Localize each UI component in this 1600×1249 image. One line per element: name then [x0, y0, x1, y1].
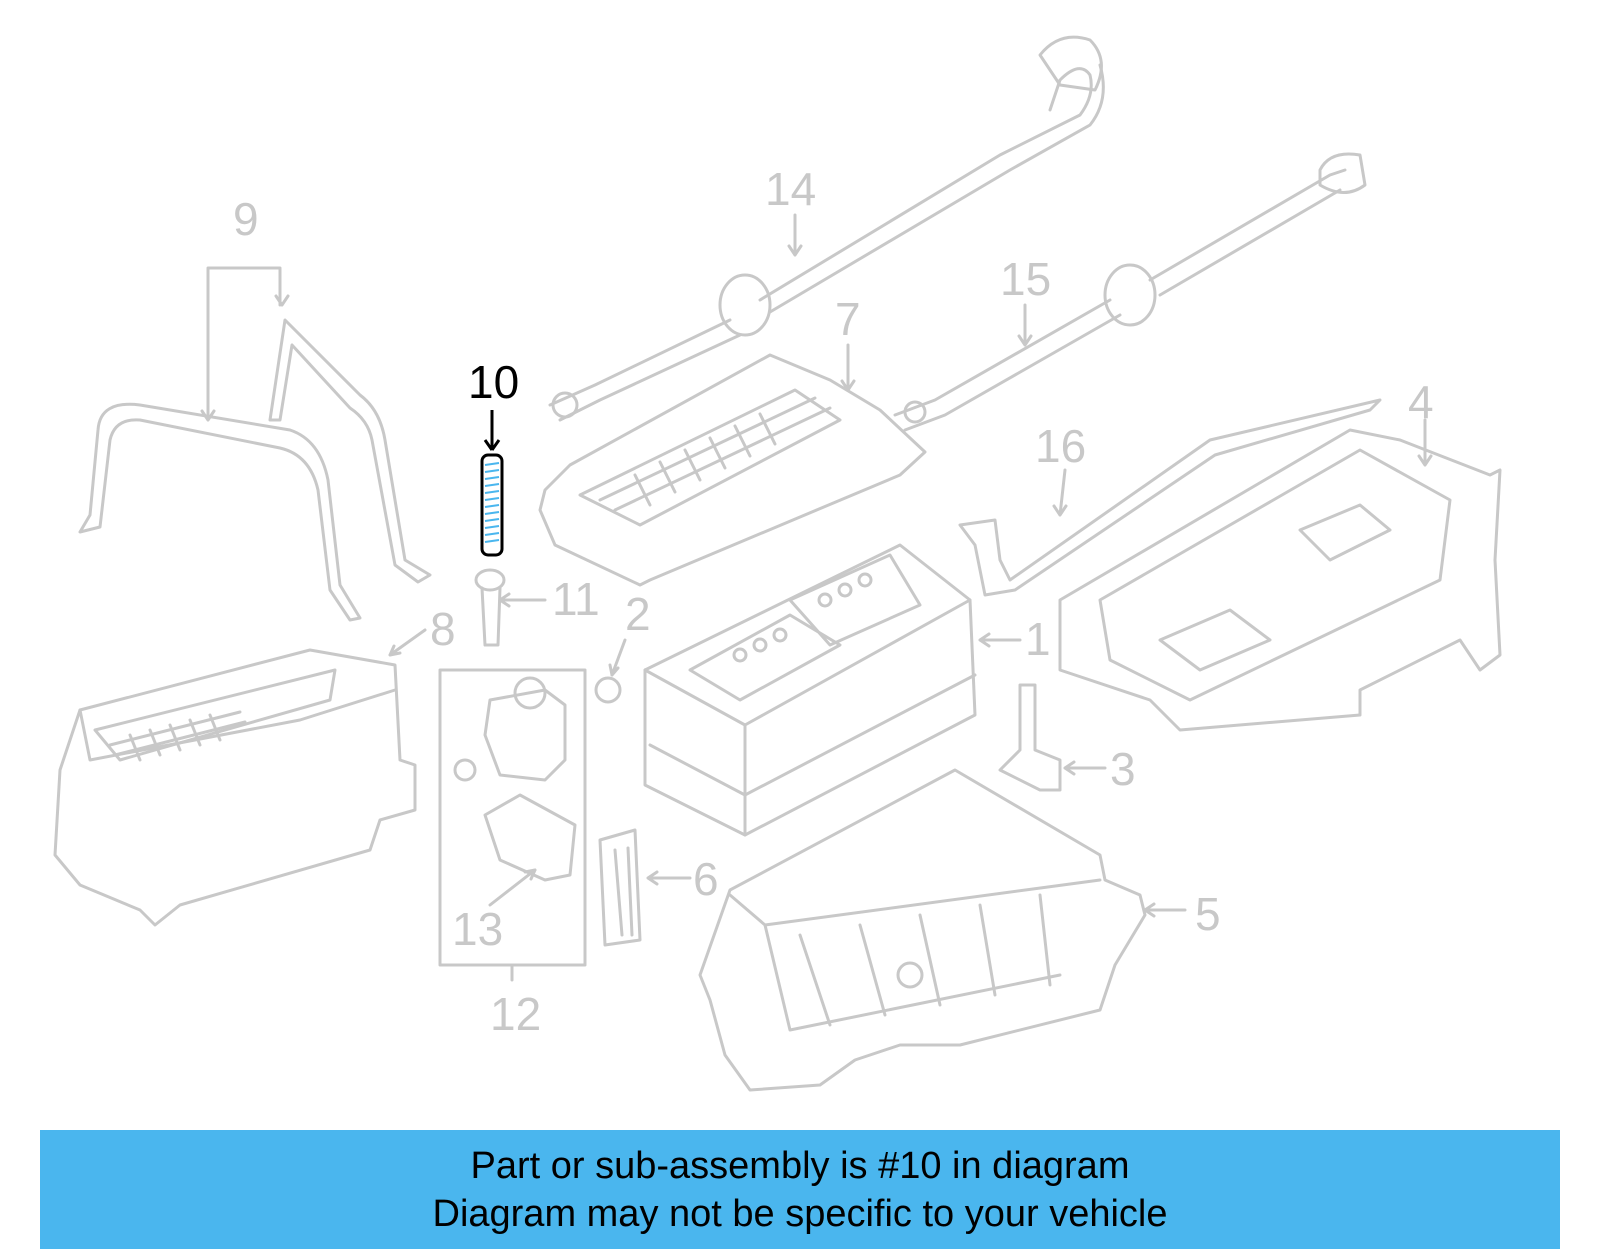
- part-14-cable: [548, 35, 1105, 422]
- part-3-bolt: [998, 683, 1062, 792]
- leader-lines: [200, 213, 1433, 982]
- callout-11: 11: [552, 573, 600, 625]
- part-7-cover: [538, 353, 927, 587]
- callout-8: 8: [430, 603, 456, 655]
- callout-14: 14: [765, 163, 816, 215]
- callout-3: 3: [1110, 743, 1136, 795]
- banner-line-2: Diagram may not be specific to your vehi…: [432, 1193, 1168, 1235]
- part-4-tray: [1058, 428, 1502, 732]
- callout-12: 12: [490, 988, 541, 1040]
- callout-13: 13: [452, 903, 503, 955]
- callout-16: 16: [1035, 420, 1086, 472]
- callout-9: 9: [233, 193, 259, 245]
- part-6-strip: [598, 828, 642, 947]
- part-13-assembly: [453, 676, 577, 882]
- callout-6: 6: [693, 853, 719, 905]
- callout-7: 7: [835, 293, 861, 345]
- callout-15: 15: [1000, 253, 1051, 305]
- part-10-leader: [483, 410, 501, 451]
- part-16-cable: [958, 398, 1382, 597]
- callout-2: 2: [625, 588, 651, 640]
- callout-1: 1: [1025, 613, 1051, 665]
- banner-line-1: Part or sub-assembly is #10 in diagram: [470, 1145, 1130, 1187]
- part-15-cable: [893, 152, 1367, 432]
- part-10-stud: [480, 453, 504, 557]
- part-11-fitting: [474, 568, 506, 647]
- part-9-bracket: [78, 318, 432, 622]
- part-2-clip: [594, 676, 622, 704]
- callout-5: 5: [1195, 888, 1221, 940]
- part-8-cover: [53, 648, 417, 927]
- part-5-lower-tray: [698, 768, 1147, 1092]
- callout-10: 10: [468, 356, 519, 408]
- info-banner: Part or sub-assembly is #10 in diagram D…: [40, 1130, 1560, 1249]
- callout-4: 4: [1408, 376, 1434, 428]
- part-1-battery: [643, 543, 977, 837]
